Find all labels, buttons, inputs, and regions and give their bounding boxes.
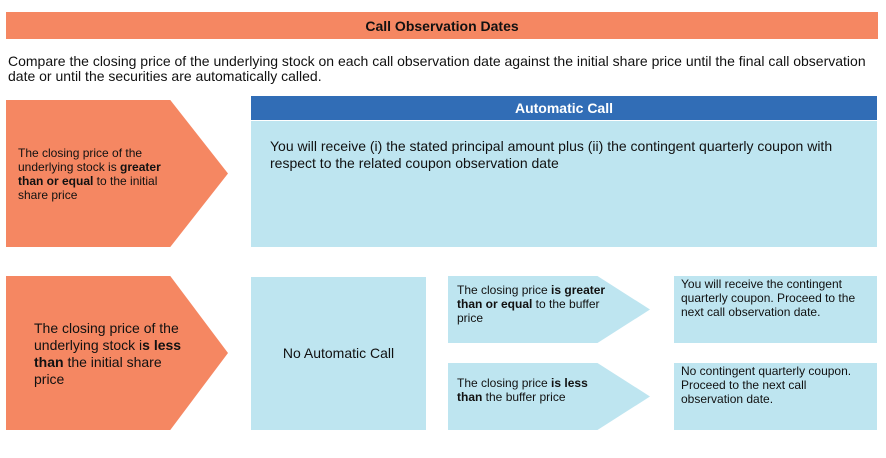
automatic-call-text: You will receive (i) the stated principa… [270, 138, 833, 171]
buffer-arrow-greater-equal: The closing price is greater than or equ… [448, 276, 650, 343]
condition-text: The closing price of the underlying stoc… [18, 146, 161, 202]
condition-arrow-less-than-initial: The closing price of the underlying stoc… [6, 276, 228, 430]
buffer-arrow-less-than: The closing price is less than the buffe… [448, 363, 650, 430]
intro-text: Compare the closing price of the underly… [8, 53, 866, 84]
automatic-call-title-bar: Automatic Call [251, 96, 877, 120]
automatic-call-box: You will receive (i) the stated principa… [251, 121, 877, 247]
condition-arrow-greater-equal-initial: The closing price of the underlying stoc… [6, 100, 228, 247]
no-automatic-call-box: No Automatic Call [251, 277, 426, 430]
header-bar: Call Observation Dates [6, 12, 878, 39]
outcome-box-no-coupon: No contingent quarterly coupon. Proceed … [674, 363, 877, 430]
outcome-box-coupon: You will receive the contingent quarterl… [674, 276, 877, 343]
buffer-condition-text: The closing price is greater than or equ… [457, 283, 606, 325]
outcome-text: No contingent quarterly coupon. Proceed … [681, 364, 852, 406]
automatic-call-title: Automatic Call [514, 100, 613, 116]
no-automatic-call-text: No Automatic Call [282, 345, 395, 361]
buffer-condition-text: The closing price is less than the buffe… [457, 376, 588, 404]
condition-text: The closing price of the underlying stoc… [34, 320, 182, 387]
header-title: Call Observation Dates [365, 17, 519, 34]
outcome-text: You will receive the contingent quarterl… [681, 277, 856, 319]
